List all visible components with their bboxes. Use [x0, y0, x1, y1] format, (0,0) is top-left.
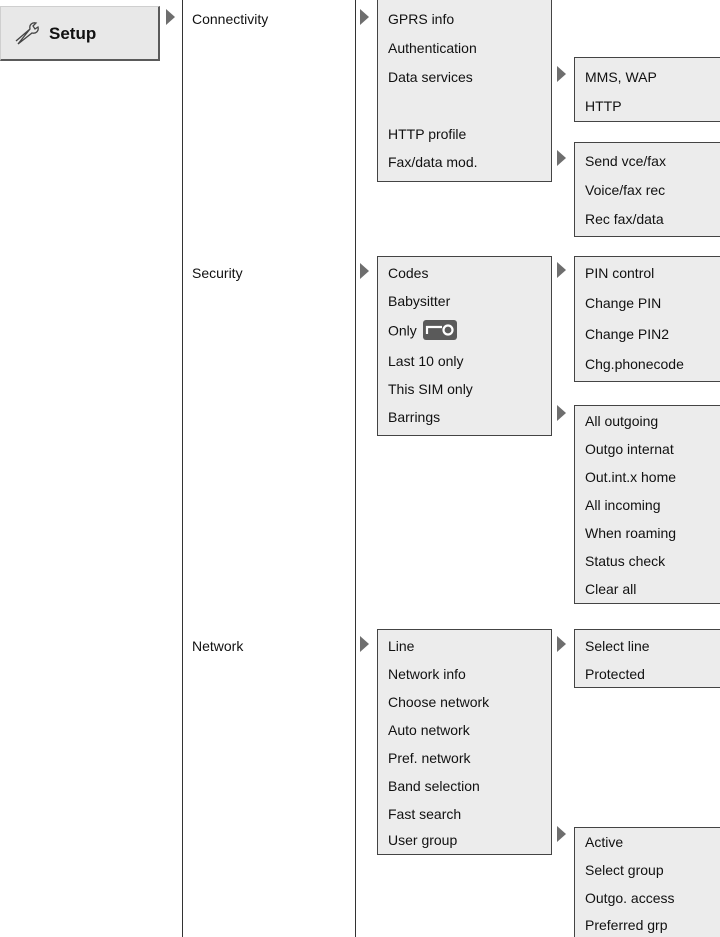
menu-item-mms-wap[interactable]: MMS, WAP — [585, 69, 657, 85]
arrow-icon — [557, 405, 566, 421]
network-submenu: Line Network info Choose network Auto ne… — [377, 629, 552, 855]
level2-divider — [355, 0, 356, 937]
menu-item-rec-fax-data[interactable]: Rec fax/data — [585, 211, 664, 227]
arrow-icon — [360, 263, 369, 279]
menu-item-authentication[interactable]: Authentication — [388, 40, 477, 56]
menu-item-only-label: Only — [388, 322, 417, 339]
menu-item-outgo-access[interactable]: Outgo. access — [585, 890, 675, 906]
menu-item-status-check[interactable]: Status check — [585, 553, 666, 569]
wrench-icon — [15, 22, 39, 45]
menu-item-send-vce-fax[interactable]: Send vce/fax — [585, 153, 666, 169]
connectivity-submenu: GPRS info Authentication Data services H… — [377, 0, 552, 182]
setup-label: Setup — [49, 24, 97, 43]
menu-item-pin-control[interactable]: PIN control — [585, 265, 655, 281]
menu-item-out-int-x-home[interactable]: Out.int.x home — [585, 469, 677, 485]
key-icon — [422, 320, 457, 340]
menu-item-gprs-info[interactable]: GPRS info — [388, 11, 455, 27]
menu-item-last-10-only[interactable]: Last 10 only — [388, 353, 464, 369]
arrow-icon — [557, 826, 566, 842]
menu-item-active[interactable]: Active — [585, 834, 624, 850]
menu-item-preferred-grp[interactable]: Preferred grp — [585, 917, 668, 933]
menu-item-choose-network[interactable]: Choose network — [388, 694, 490, 710]
menu-item-auto-network[interactable]: Auto network — [388, 722, 470, 738]
menu-item-only[interactable]: Only — [388, 320, 457, 342]
menu-item-pref-network[interactable]: Pref. network — [388, 750, 471, 766]
menu-network[interactable]: Network — [192, 638, 244, 654]
menu-item-chg-phonecode[interactable]: Chg.phonecode — [585, 356, 684, 372]
menu-security[interactable]: Security — [192, 265, 243, 281]
menu-item-babysitter[interactable]: Babysitter — [388, 293, 451, 309]
menu-item-change-pin2[interactable]: Change PIN2 — [585, 326, 670, 342]
menu-item-data-services[interactable]: Data services — [388, 69, 473, 85]
fax-submenu: Send vce/fax Voice/fax rec Rec fax/data — [574, 142, 720, 237]
data-services-submenu: MMS, WAP HTTP — [574, 57, 720, 122]
menu-item-all-outgoing[interactable]: All outgoing — [585, 413, 659, 429]
menu-item-band-selection[interactable]: Band selection — [388, 778, 480, 794]
setup-menu-box[interactable]: Setup — [0, 6, 160, 61]
codes-submenu: PIN control Change PIN Change PIN2 Chg.p… — [574, 256, 720, 382]
arrow-icon — [557, 262, 566, 278]
menu-connectivity[interactable]: Connectivity — [192, 11, 269, 27]
security-submenu: Codes Babysitter Only Last 10 only This … — [377, 256, 552, 436]
arrow-icon — [360, 636, 369, 652]
barrings-submenu: All outgoing Outgo internat Out.int.x ho… — [574, 405, 720, 604]
menu-item-http-profile[interactable]: HTTP profile — [388, 126, 467, 142]
user-group-submenu: Active Select group Outgo. access Prefer… — [574, 827, 720, 937]
menu-item-all-incoming[interactable]: All incoming — [585, 497, 661, 513]
arrow-icon — [360, 9, 369, 25]
menu-item-voice-fax-rec[interactable]: Voice/fax rec — [585, 182, 666, 198]
level1-divider — [182, 0, 183, 937]
menu-item-outgo-internat[interactable]: Outgo internat — [585, 441, 674, 457]
menu-item-http[interactable]: HTTP — [585, 98, 622, 114]
menu-item-fax-data-mod[interactable]: Fax/data mod. — [388, 154, 478, 170]
menu-item-select-line[interactable]: Select line — [585, 638, 650, 654]
menu-item-user-group[interactable]: User group — [388, 832, 458, 848]
menu-item-protected[interactable]: Protected — [585, 666, 645, 682]
arrow-icon — [557, 636, 566, 652]
arrow-icon — [557, 66, 566, 82]
menu-item-codes[interactable]: Codes — [388, 265, 429, 281]
menu-item-this-sim-only[interactable]: This SIM only — [388, 381, 473, 397]
menu-item-change-pin[interactable]: Change PIN — [585, 295, 662, 311]
menu-item-select-group[interactable]: Select group — [585, 862, 664, 878]
menu-item-clear-all[interactable]: Clear all — [585, 581, 637, 597]
menu-item-line[interactable]: Line — [388, 638, 415, 654]
arrow-icon — [557, 150, 566, 166]
arrow-icon — [166, 9, 175, 25]
menu-item-when-roaming[interactable]: When roaming — [585, 525, 677, 541]
menu-item-barrings[interactable]: Barrings — [388, 409, 441, 425]
menu-item-fast-search[interactable]: Fast search — [388, 806, 462, 822]
menu-item-network-info[interactable]: Network info — [388, 666, 466, 682]
line-submenu: Select line Protected — [574, 629, 720, 688]
